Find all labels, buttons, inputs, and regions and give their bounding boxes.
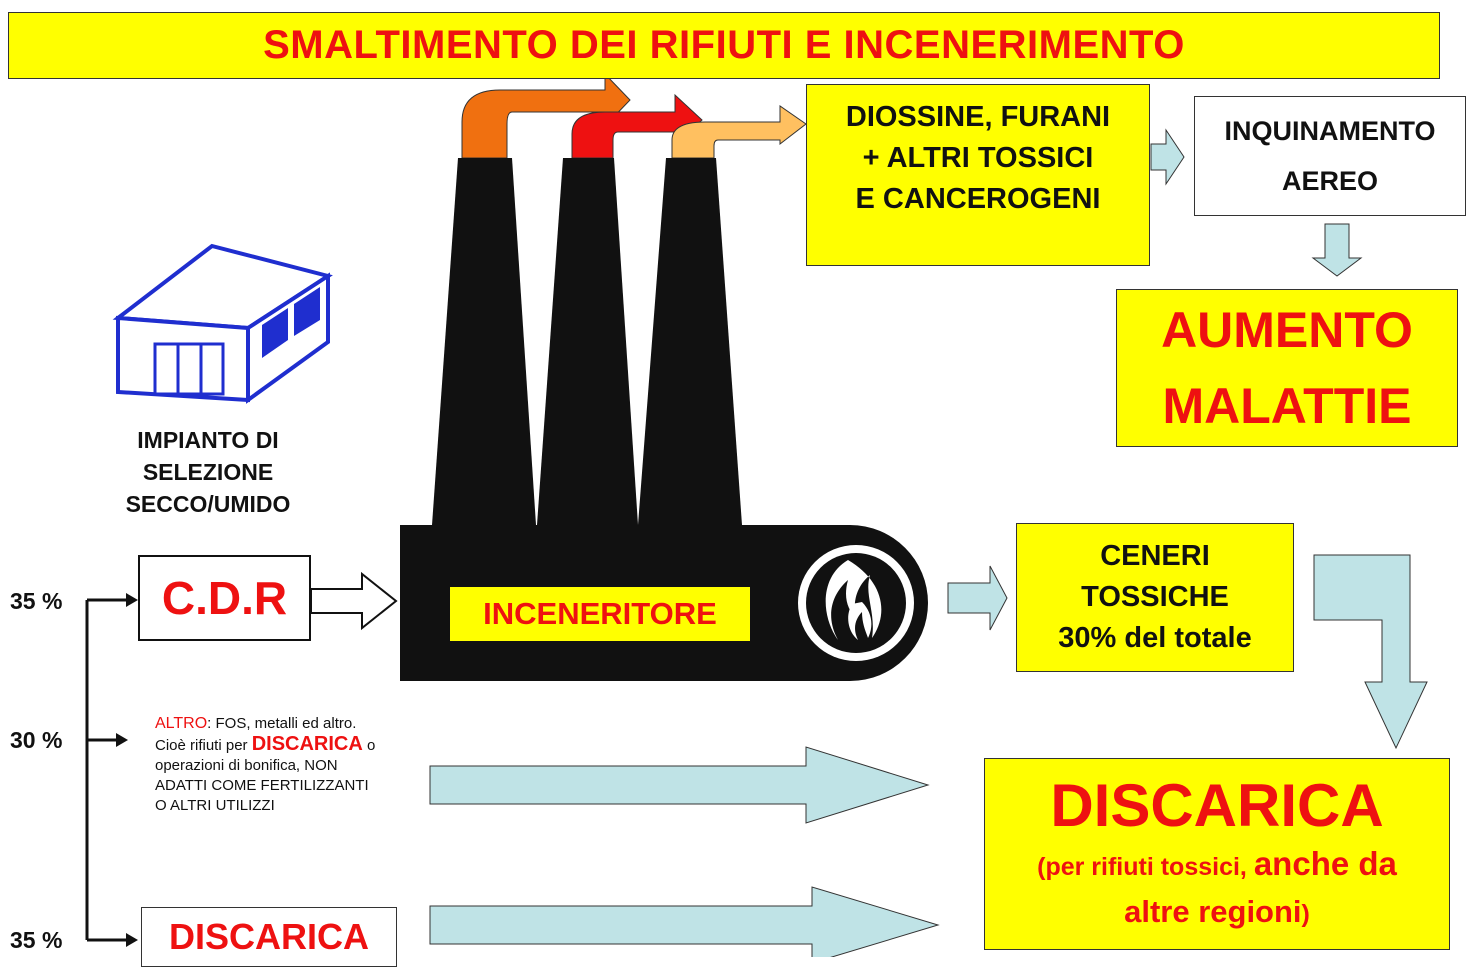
arrow-incinerator-to-ash <box>947 565 1008 631</box>
landfill-sub-small: per rifiuti tossici <box>1045 853 1240 881</box>
cdr-arrow <box>310 571 398 631</box>
disease-line-2: MALATTIE <box>1162 378 1412 434</box>
arrow-ash-to-landfill <box>1313 554 1428 750</box>
plant-line-1: IMPIANTO DI <box>137 427 279 453</box>
cdr-box: C.D.R <box>138 555 311 641</box>
incinerator-label-box: INCENERITORE <box>450 587 750 641</box>
other-note-line-1: ALTRO: FOS, metalli ed altro. <box>155 714 430 734</box>
smoke-arrow-light <box>671 105 807 159</box>
chimney-left <box>432 158 536 525</box>
other-note-line-4: ADATTI COME FERTILIZZANTI <box>155 777 369 794</box>
chimney-middle <box>537 158 638 525</box>
landfill-sub-comma: , <box>1239 853 1254 881</box>
landfill-sub-big1: anche da <box>1253 845 1397 882</box>
arrow-other-to-landfill <box>429 746 930 824</box>
page-title: SMALTIMENTO DEI RIFIUTI E INCENERIMENTO <box>263 23 1185 67</box>
landfill-main-sub-line-2: altre regioni) <box>1124 892 1310 938</box>
connector-arrowheads <box>116 593 138 947</box>
toxins-line-1: DIOSSINE, FURANI <box>845 101 1111 133</box>
other-note-discarica: DISCARICA <box>251 733 363 755</box>
arrow-bottom-to-landfill <box>429 886 940 957</box>
toxins-box: DIOSSINE, FURANI + ALTRI TOSSICI E CANCE… <box>806 84 1150 266</box>
plant-label: IMPIANTO DI SELEZIONE SECCO/UMIDO <box>98 424 318 520</box>
other-note-altro: ALTRO <box>155 715 208 732</box>
warehouse-icon <box>112 243 333 404</box>
percentage-other: 30 % <box>10 727 63 753</box>
chimney-right <box>638 158 742 525</box>
other-note-line-2: Cioè rifiuti per DISCARICA o <box>155 734 430 756</box>
disease-line-1: AUMENTO <box>1161 302 1413 358</box>
air-pollution-line-1: INQUINAMENTO <box>1224 116 1436 146</box>
plant-line-3: SECCO/UMIDO <box>125 491 291 517</box>
landfill-main-box: DISCARICA (per rifiuti tossici, anche da… <box>984 758 1450 950</box>
air-pollution-line-2: AEREO <box>1281 166 1379 196</box>
arrow-air-to-disease <box>1311 223 1363 277</box>
plant-line-2: SELEZIONE <box>142 459 274 485</box>
title-banner: SMALTIMENTO DEI RIFIUTI E INCENERIMENTO <box>8 12 1440 79</box>
other-note-rest: : FOS, metalli ed altro. <box>207 715 357 732</box>
landfill-sub-open: ( <box>1037 853 1046 881</box>
landfill-sub-close: ) <box>1301 900 1310 928</box>
ash-box: CENERI TOSSICHE 30% del totale <box>1016 523 1294 672</box>
ash-line-1: CENERI <box>1100 540 1210 572</box>
landfill-bottom-box: DISCARICA <box>141 907 397 967</box>
arrow-toxins-to-air <box>1150 128 1185 186</box>
landfill-main-sub-line-1: (per rifiuti tossici, anche da <box>1037 843 1397 892</box>
landfill-sub-big2: altre regioni <box>1124 894 1302 929</box>
landfill-bottom-label: DISCARICA <box>168 916 369 957</box>
other-note-post: o <box>362 737 376 754</box>
ash-line-3: 30% del totale <box>1058 622 1252 654</box>
toxins-line-2: + ALTRI TOSSICI <box>862 142 1094 174</box>
other-note-line-3: operazioni di bonifica, NON <box>155 757 338 774</box>
percentage-landfill: 35 % <box>10 927 63 953</box>
landfill-main-title: DISCARICA <box>1050 772 1384 839</box>
incinerator-label: INCENERITORE <box>483 596 717 631</box>
toxins-line-3: E CANCEROGENI <box>855 183 1101 215</box>
other-note-pre: Cioè rifiuti per <box>155 737 252 754</box>
percentage-connector <box>85 598 128 942</box>
disease-box: AUMENTO MALATTIE <box>1116 289 1458 447</box>
other-note: ALTRO: FOS, metalli ed altro. Cioè rifiu… <box>155 714 430 816</box>
air-pollution-box: INQUINAMENTO AEREO <box>1194 96 1466 216</box>
ash-line-2: TOSSICHE <box>1081 581 1229 613</box>
flame-icon <box>825 560 882 640</box>
percentage-cdr: 35 % <box>10 588 63 614</box>
other-note-line-5: O ALTRI UTILIZZI <box>155 797 275 814</box>
cdr-label: C.D.R <box>161 572 288 624</box>
